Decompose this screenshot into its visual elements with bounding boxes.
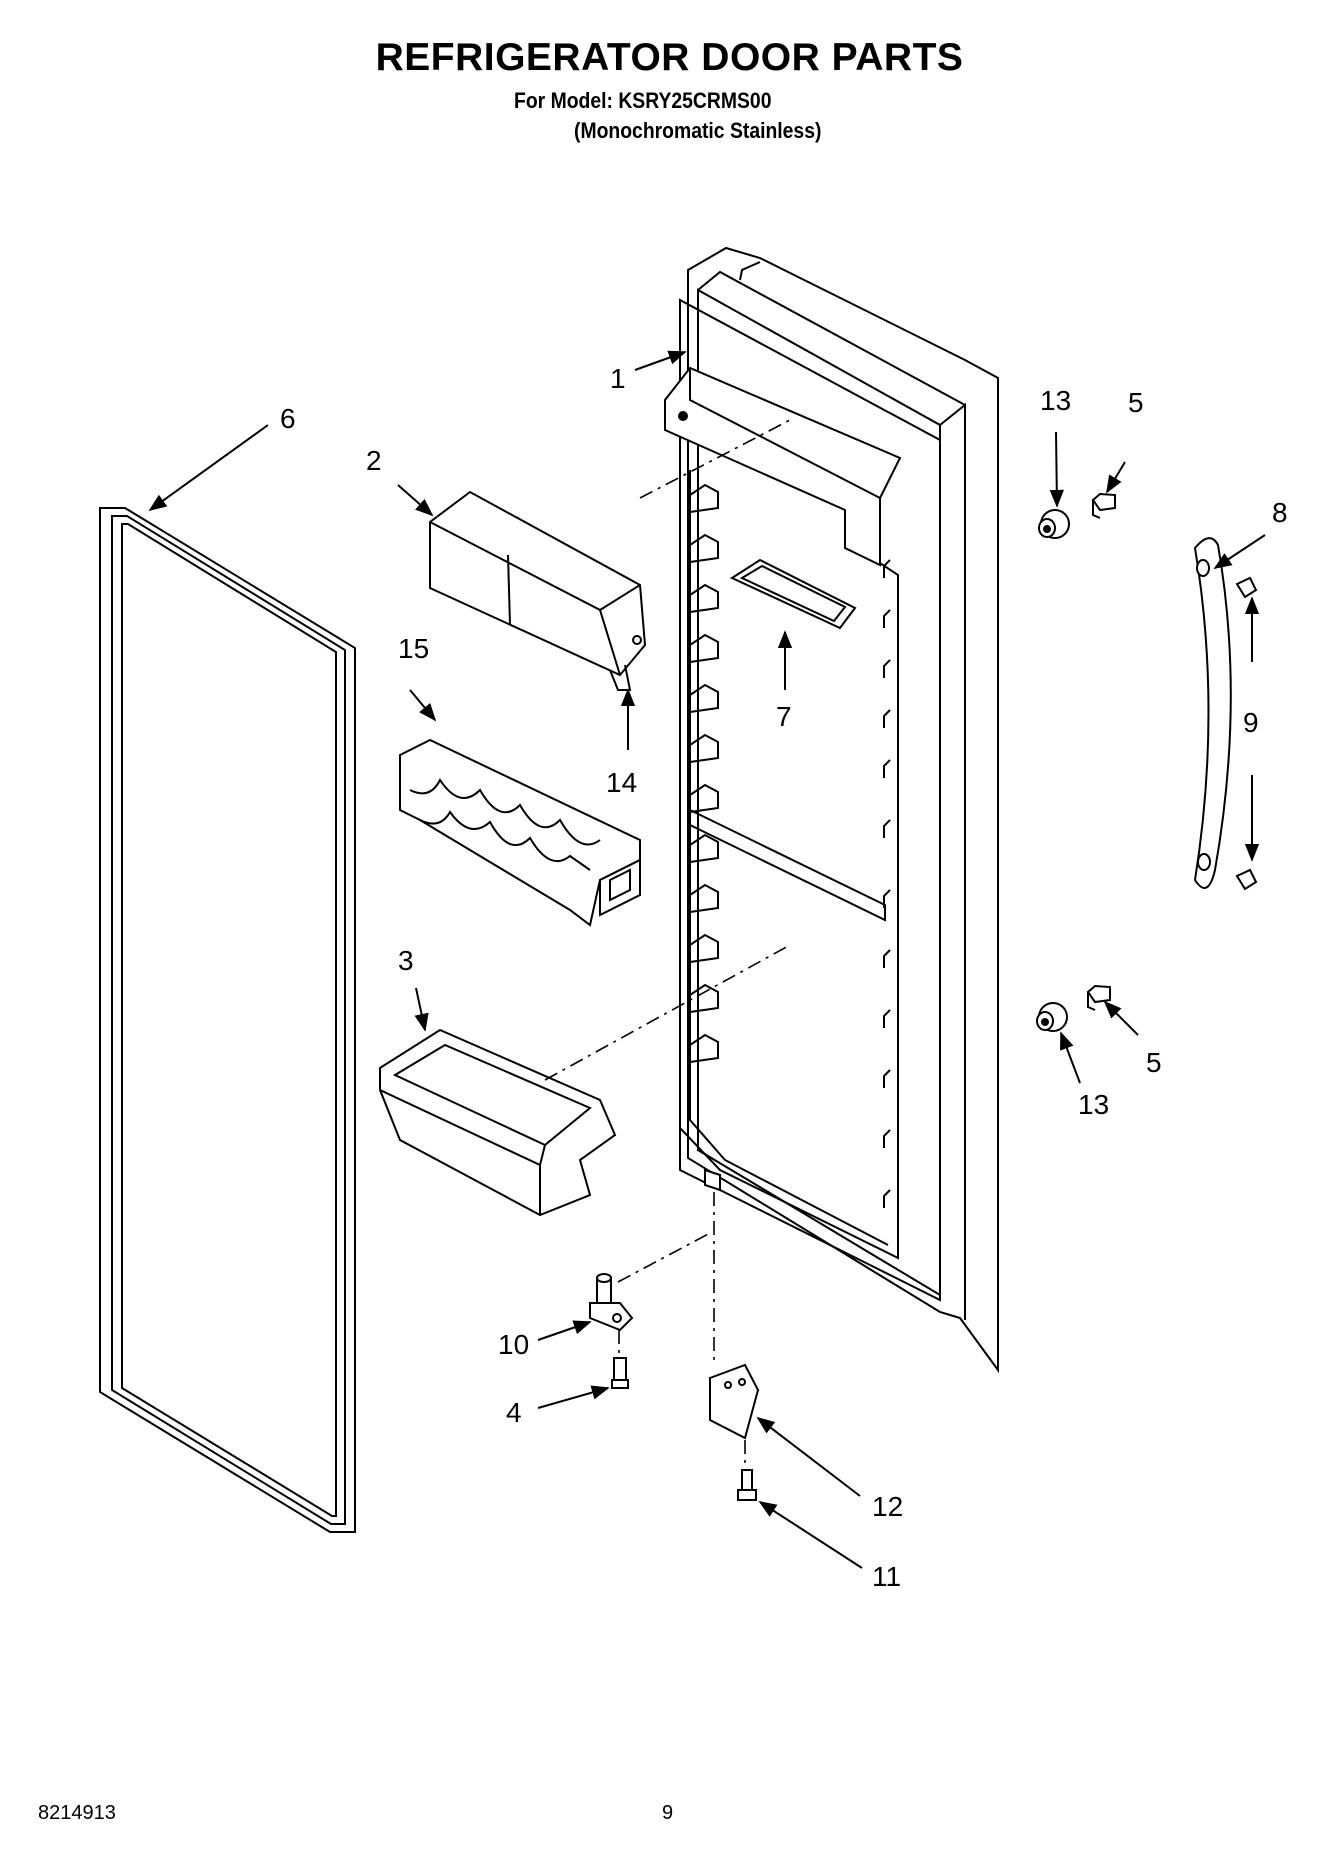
callout-15: 15 [398, 633, 429, 664]
model-subtitle: For Model: KSRY25CRMS00 [514, 88, 772, 113]
leader-arrows [148, 350, 1266, 1569]
stop-cap-bottom [1036, 1002, 1068, 1032]
door-handle [1193, 537, 1258, 891]
screw-top [1091, 492, 1116, 519]
callout-13a: 13 [1040, 385, 1071, 416]
callout-14: 14 [606, 767, 637, 798]
callout-12: 12 [872, 1491, 903, 1522]
screw-bottom [1086, 984, 1111, 1011]
page-number: 9 [662, 1802, 674, 1824]
callout-3: 3 [398, 945, 414, 976]
door-assembly [664, 246, 999, 1374]
door-bin [379, 1028, 617, 1217]
assembly-lines [544, 419, 791, 1470]
stop-cap-top [1038, 509, 1070, 539]
callout-7: 7 [776, 701, 792, 732]
hinge-bracket [708, 1363, 760, 1440]
callout-9: 9 [1243, 707, 1259, 738]
utility-tray [729, 558, 857, 630]
document-number: 8214913 [38, 1802, 116, 1824]
egg-tray [399, 738, 641, 927]
callout-5a: 5 [1128, 387, 1144, 418]
hinge-pin [589, 1273, 634, 1332]
callout-2: 2 [366, 445, 382, 476]
callout-10: 10 [498, 1329, 529, 1360]
hinge-screw [611, 1357, 629, 1389]
dairy-door [429, 490, 647, 691]
callout-6: 6 [280, 403, 296, 434]
callout-13b: 13 [1078, 1089, 1109, 1120]
callout-4: 4 [506, 1397, 522, 1428]
page-title: REFRIGERATOR DOOR PARTS [375, 36, 964, 79]
finish-subtitle: (Monochromatic Stainless) [574, 118, 822, 143]
callout-8: 8 [1272, 497, 1288, 528]
callout-1: 1 [610, 363, 626, 394]
callout-labels: 1 2 3 4 5 5 6 7 8 9 10 11 12 13 13 14 15 [280, 363, 1288, 1592]
callout-11: 11 [872, 1561, 901, 1592]
callout-5b: 5 [1146, 1047, 1162, 1078]
door-gasket [99, 507, 356, 1533]
bracket-screw [737, 1469, 757, 1501]
